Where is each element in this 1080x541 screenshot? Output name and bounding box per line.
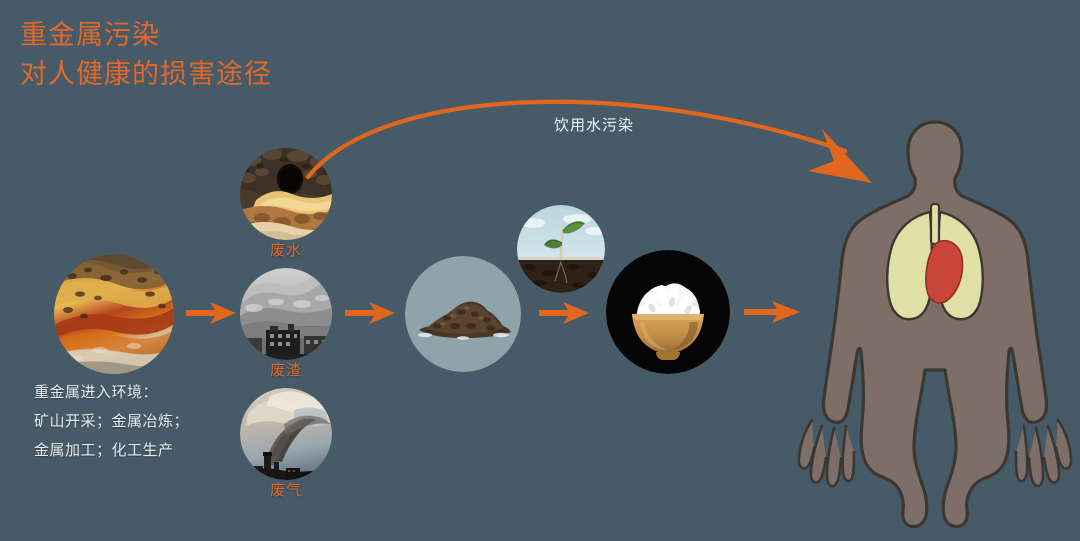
arrow-soil-to-rice	[539, 300, 591, 326]
page-title: 重金属污染 对人健康的损害途径	[20, 16, 272, 94]
source-caption: 重金属进入环境： 矿山开采；金属冶炼； 金属加工；化工生产	[34, 378, 189, 465]
node-label-wastegas: 废气	[269, 482, 303, 499]
heart	[925, 240, 964, 304]
curve-label-drinking-water: 饮用水污染	[554, 117, 635, 134]
caption-line-2: 矿山开采；金属冶炼；	[34, 413, 190, 430]
left-hand	[797, 418, 856, 488]
arrow-waste-to-soil	[345, 300, 397, 326]
body-outline	[821, 120, 1049, 529]
node-label-slag: 废渣	[269, 362, 303, 379]
title-line-2: 对人健康的损害途径	[20, 59, 272, 89]
arrow-wastewater-to-human-curved	[300, 85, 880, 205]
arrow-mine-to-waste	[186, 300, 238, 326]
node-mine-image	[54, 254, 174, 374]
node-label-wastewater: 废水	[269, 242, 303, 259]
body-silhouette	[821, 120, 1049, 529]
node-rice-bowl-image	[606, 250, 730, 374]
node-soil-image	[405, 256, 521, 372]
node-seedling-image	[517, 205, 605, 293]
human-body-figure	[790, 120, 1080, 541]
right-hand	[1014, 418, 1073, 488]
title-line-1: 重金属污染	[20, 20, 160, 50]
arrow-rice-to-human	[744, 299, 802, 325]
caption-line-1: 重金属进入环境：	[34, 384, 159, 401]
node-slag-image	[240, 268, 332, 360]
node-wastegas-image	[240, 388, 332, 480]
caption-line-3: 金属加工；化工生产	[34, 442, 174, 459]
